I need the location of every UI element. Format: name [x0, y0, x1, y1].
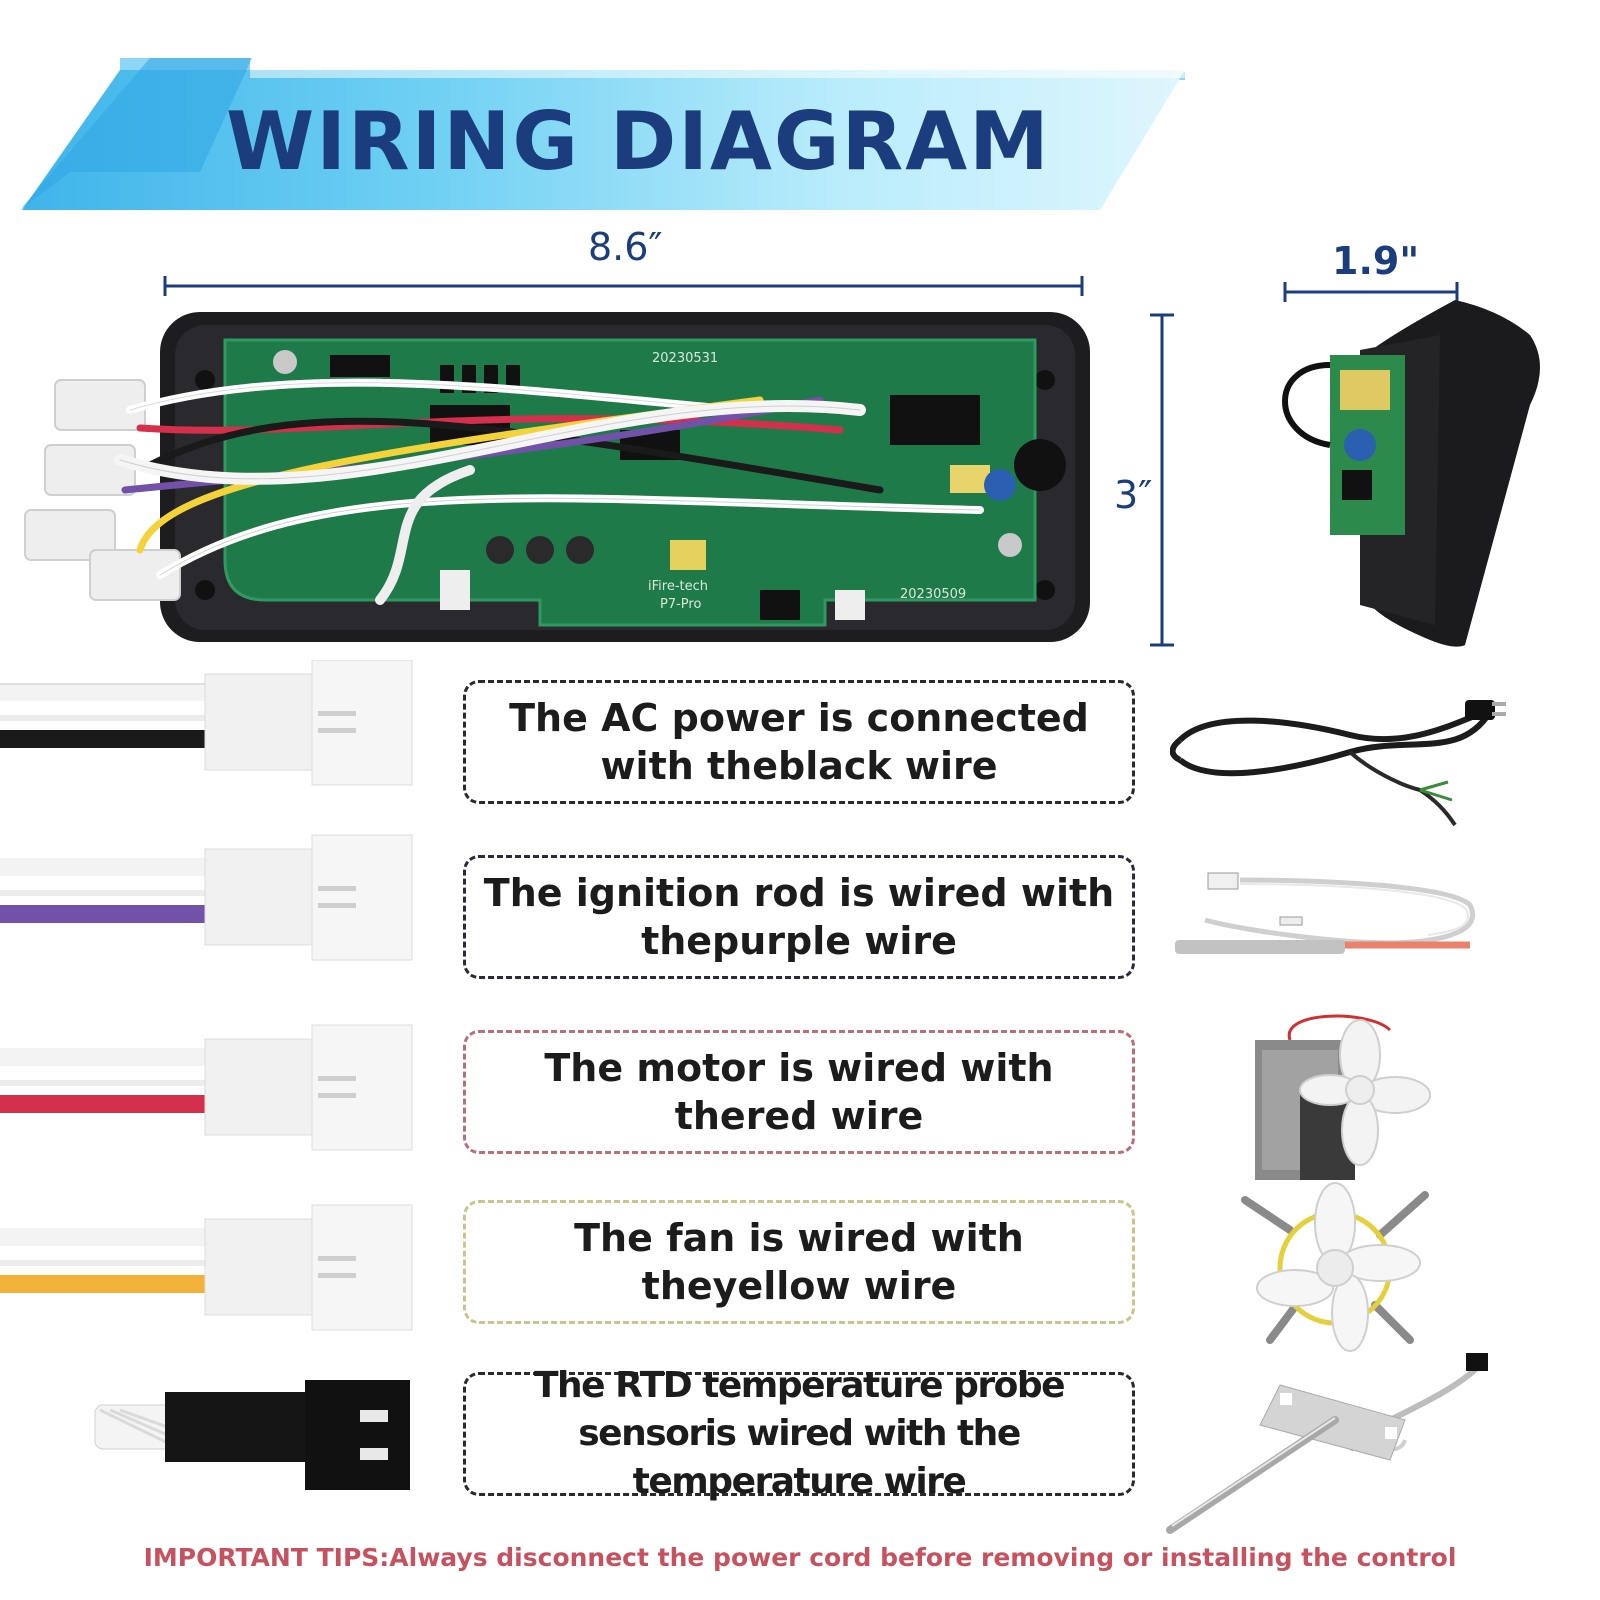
callout-ignition-text: The ignition rod is wired with thepurple…: [483, 871, 1115, 963]
auger-motor-image: [1255, 1014, 1431, 1180]
callout-fan: The fan is wired with theyellow wire: [463, 1200, 1135, 1324]
callout-fan-text: The fan is wired with theyellow wire: [574, 1216, 1024, 1308]
depth-dimension-label: 1.9": [1332, 239, 1420, 283]
power-cord-image: [1170, 700, 1506, 827]
rtd-probe-image: [1166, 1353, 1488, 1534]
callout-ac-power: The AC power is connected with theblack …: [463, 680, 1135, 804]
width-dimension-label: 8.6″: [588, 225, 663, 269]
callout-rtd-probe-text: The RTD temperature probe sensoris wired…: [533, 1365, 1066, 1502]
dimension-lines: [163, 276, 1459, 647]
board-label-model: P7-Pro: [660, 597, 701, 612]
callout-ignition: The ignition rod is wired with thepurple…: [463, 855, 1135, 979]
connector-fan: [0, 1204, 413, 1331]
callout-rtd-probe: The RTD temperature probe sensoris wired…: [463, 1365, 1135, 1502]
board-label-brand: iFire-tech: [648, 579, 708, 594]
callout-motor: The motor is wired with thered wire: [463, 1030, 1135, 1154]
board-label-date-2: 20230531: [652, 351, 718, 366]
callout-motor-text: The motor is wired with thered wire: [544, 1046, 1054, 1138]
controller-board-image: iFire-tech P7-Pro 20230509 20230531: [24, 312, 1090, 642]
board-label-date-1: 20230509: [900, 587, 966, 602]
title-banner: [20, 58, 1185, 210]
connector-rtd-probe: [94, 1380, 410, 1490]
controller-side-view-image: [1282, 300, 1540, 647]
wire-connectors: [0, 660, 413, 1490]
connector-motor: [0, 1024, 413, 1151]
height-dimension-label: 3″: [1112, 473, 1155, 517]
connector-ignition: [0, 834, 413, 961]
callout-ac-power-text: The AC power is connected with theblack …: [509, 696, 1089, 788]
page-title: WIRING DIAGRAM: [226, 95, 1051, 188]
connector-ac-power: [0, 660, 413, 786]
ignition-rod-image: [1175, 872, 1475, 954]
fan-image: [1241, 1182, 1429, 1352]
important-tip-text: IMPORTANT TIPS:Always disconnect the pow…: [143, 1543, 1457, 1572]
